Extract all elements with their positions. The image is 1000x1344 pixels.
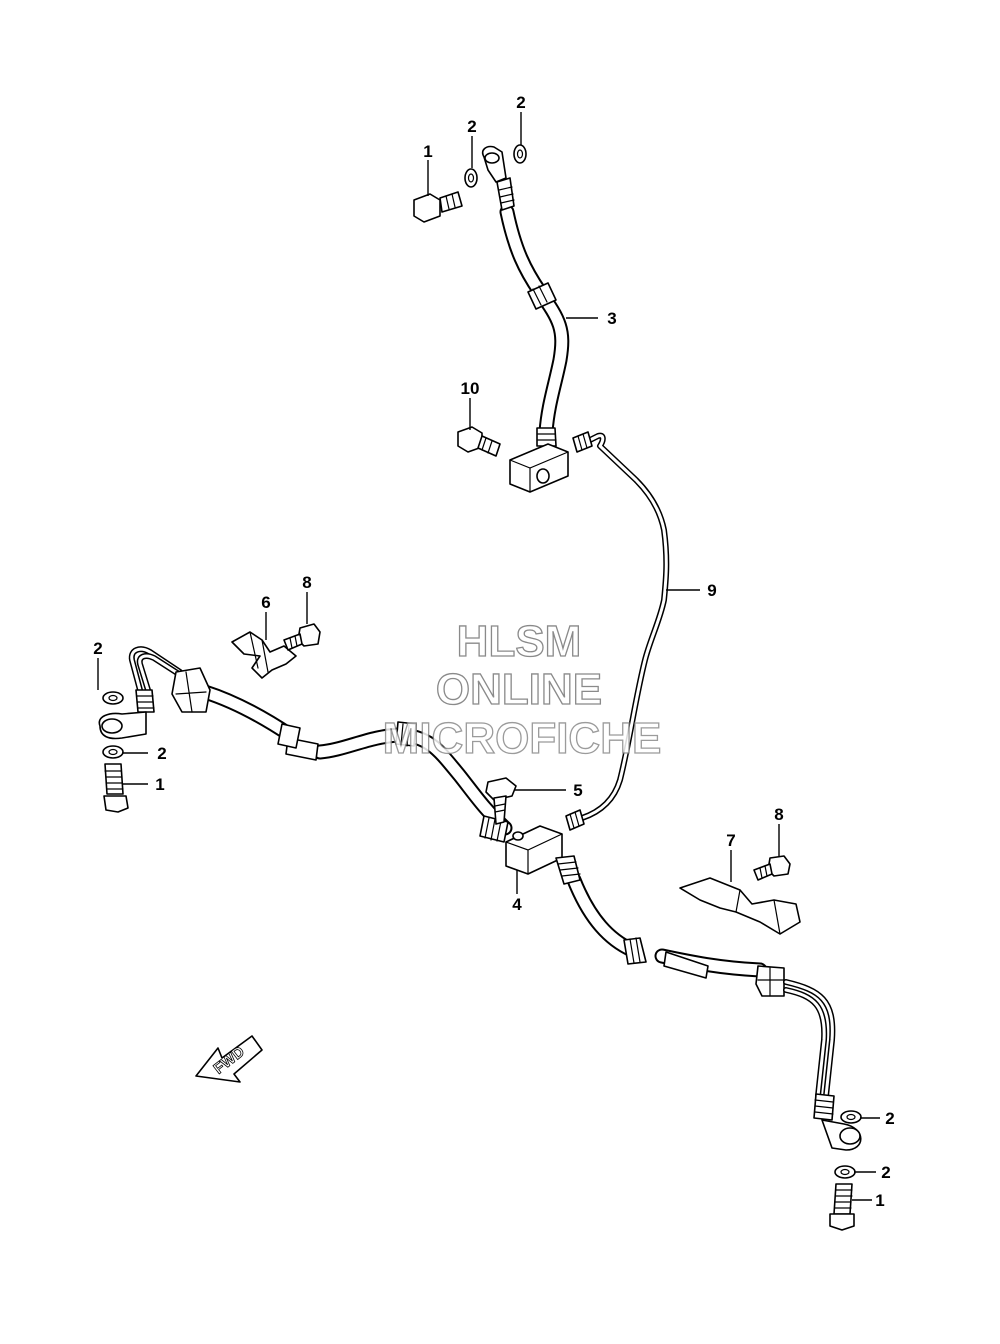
watermark-line-3: MICROFICHE: [383, 714, 662, 763]
callout-left-washer-bottom: 2: [157, 744, 166, 763]
callout-right-bolt: 1: [875, 1191, 884, 1210]
top-washer-a: [464, 168, 478, 188]
top-union-bolt: [413, 191, 463, 223]
right-washer-bottom: [834, 1165, 856, 1179]
hose-clamp-6: [231, 631, 297, 679]
callout-clamp-6: 6: [261, 593, 270, 612]
callout-right-washer-top: 2: [885, 1109, 894, 1128]
callout-bolt-8-right: 8: [774, 805, 783, 824]
upper-joint-block: [509, 443, 569, 493]
left-union-bolt: [103, 763, 129, 813]
left-brake-hose: [98, 646, 513, 843]
leader-lines: [97, 112, 880, 1201]
brake-pipe: [565, 431, 670, 831]
callout-numbers: 1 2 2 3 10 9 6 8 2 2 1 5 4 7 8 2 2 1: [93, 93, 894, 1210]
three-way-joint: [505, 825, 563, 875]
callout-right-washer-bottom: 2: [881, 1163, 890, 1182]
joint-bolt-5: [485, 777, 517, 825]
right-brake-hose: [555, 855, 862, 1151]
left-washer-top: [102, 691, 124, 705]
watermark-line-1: HLSM: [457, 617, 582, 666]
right-union-bolt: [829, 1183, 855, 1231]
callout-clamp-bolt-10: 10: [461, 379, 480, 398]
callout-top-washer-b: 2: [516, 93, 525, 112]
top-washer-b: [513, 144, 527, 164]
callout-left-washer-top: 2: [93, 639, 102, 658]
right-washer-top: [840, 1110, 862, 1124]
watermark: HLSM ONLINE MICROFICHE: [382, 616, 662, 763]
callout-front-hose: 3: [607, 309, 616, 328]
callout-bolt-5: 5: [573, 781, 582, 800]
callout-bolt-8-left: 8: [302, 573, 311, 592]
front-brake-hose: [481, 145, 570, 447]
clamp-bolt-8-left: [283, 623, 321, 651]
left-washer-bottom: [102, 745, 124, 759]
hose-clamp-7: [679, 877, 801, 935]
callout-joint-4: 4: [512, 895, 522, 914]
callout-left-bolt: 1: [155, 775, 164, 794]
fwd-direction-arrow: FWD: [195, 1035, 263, 1083]
clamp-bolt-8-right: [753, 855, 791, 881]
callout-top-bolt: 1: [423, 142, 432, 161]
watermark-line-2: ONLINE: [436, 665, 602, 714]
callout-clamp-7: 7: [726, 831, 735, 850]
callout-brake-pipe: 9: [707, 581, 716, 600]
callout-top-washer-a: 2: [467, 117, 476, 136]
clamp-bolt-10: [457, 426, 501, 457]
